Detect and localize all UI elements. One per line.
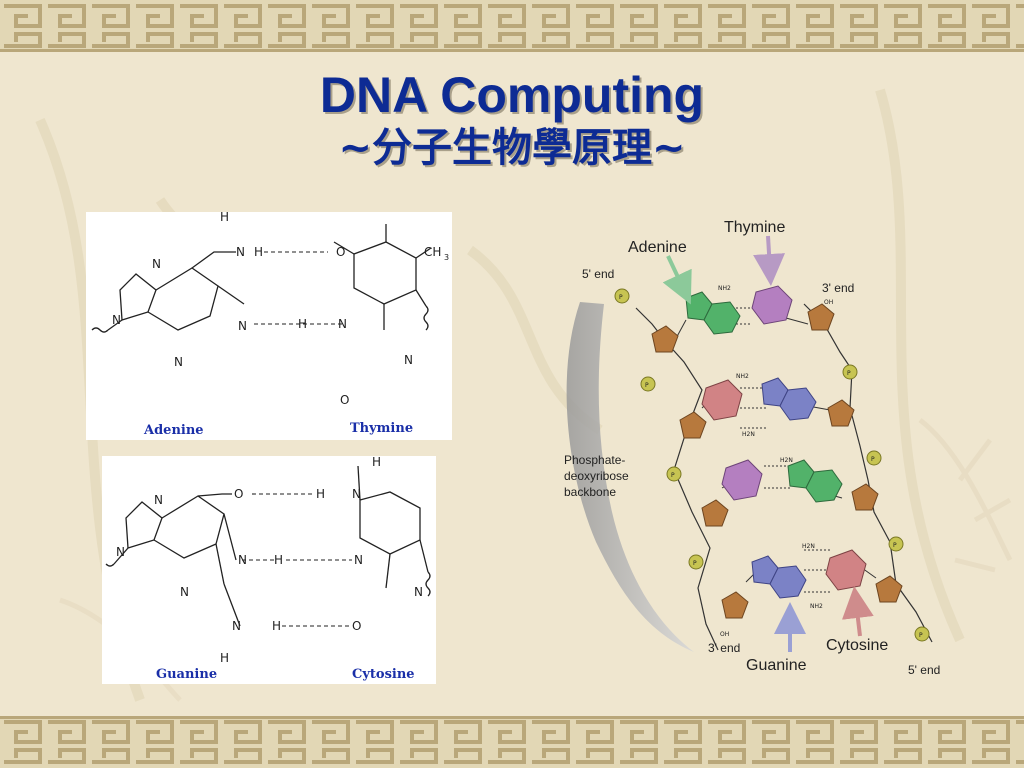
amine-label: H2N — [742, 431, 755, 438]
at-atom-h: H — [298, 317, 307, 331]
five-prime-end-bottom: 5' end — [908, 663, 940, 677]
at-atom-n: N — [236, 245, 245, 259]
hydroxyl-label: OH — [720, 631, 729, 638]
amine-label: H2N — [780, 457, 793, 464]
phosphate-symbol: P — [671, 472, 675, 479]
slide-subtitle: ~分子生物學原理~ — [338, 125, 686, 171]
backbone-label-line-2: deoxyribose — [564, 469, 629, 483]
base-pair-1 — [685, 285, 793, 335]
cytosine-caption: Cytosine — [352, 667, 415, 682]
backbone-label-line-1: Phosphate- — [564, 453, 625, 467]
guanine-label: Guanine — [746, 657, 807, 674]
at-atom-n: N — [152, 257, 161, 271]
at-atom-n: N — [404, 353, 413, 367]
at-atom-o: O — [336, 245, 345, 259]
gc-structure: H O H N N N N H N N N N H O H Guanine Cy… — [105, 456, 431, 682]
gc-atom-h: H — [316, 487, 325, 501]
adenine-label: Adenine — [628, 239, 687, 256]
gc-atom-h: H — [372, 456, 381, 469]
phosphate-symbol: P — [619, 294, 623, 301]
five-prime-end-top: 5' end — [582, 267, 614, 281]
gc-atom-h: H — [220, 651, 229, 665]
amine-label: H2N — [802, 543, 815, 550]
guanine-cytosine-pair-diagram: H O H N N N N H N N N N H O H Guanine Cy… — [102, 456, 436, 684]
gc-atom-n: N — [414, 585, 423, 599]
top-border-pattern — [0, 0, 1024, 52]
amine-label: NH2 — [718, 285, 731, 292]
dna-helix-diagram: P P P P P P P P OH OH NH2 NH2 H2N H2N H2… — [564, 219, 940, 677]
thymine-arrow — [753, 235, 786, 286]
guanine-caption: Guanine — [156, 667, 217, 682]
thymine-label: Thymine — [724, 219, 785, 236]
at-atom-n: N — [112, 313, 121, 327]
at-atom-h: H — [254, 245, 263, 259]
amine-label: NH2 — [810, 603, 823, 610]
at-structure: H N H O N CH 3 N N H N N N O Adenine Thy… — [91, 212, 449, 438]
at-atom-ch: CH — [424, 245, 441, 259]
thymine-caption: Thymine — [350, 421, 413, 436]
slide-title: DNA Computing — [319, 67, 705, 123]
phosphate-symbol: P — [847, 370, 851, 377]
phosphate-symbol: P — [693, 560, 697, 567]
at-atom-h: H — [220, 212, 229, 224]
at-atom-n: N — [174, 355, 183, 369]
base-pair-2 — [701, 377, 817, 421]
at-atom-subscript: 3 — [444, 253, 449, 262]
base-pair-3 — [721, 459, 843, 503]
gc-atom-o: O — [352, 619, 361, 633]
phosphate-symbol: P — [871, 456, 875, 463]
gc-atom-h: H — [272, 619, 281, 633]
cytosine-label: Cytosine — [826, 637, 888, 654]
backbone-brace — [566, 302, 694, 652]
base-pair-4 — [751, 549, 867, 599]
gc-atom-o: O — [234, 487, 243, 501]
gc-squiggle-right — [425, 571, 431, 597]
gc-atom-n: N — [238, 553, 247, 567]
adenine-thymine-pair-diagram: H N H O N CH 3 N N H N N N O Adenine Thy… — [86, 212, 452, 440]
title-block: DNA Computing ~分子生物學原理~ — [0, 66, 1024, 172]
bottom-border-pattern — [0, 716, 1024, 768]
adenine-caption: Adenine — [143, 423, 204, 438]
gc-squiggle-left — [105, 563, 115, 567]
gc-atom-n: N — [154, 493, 163, 507]
gc-atom-h: H — [274, 553, 283, 567]
gc-atom-n: N — [352, 487, 361, 501]
gc-atom-n: N — [354, 553, 363, 567]
at-squiggle-left — [91, 327, 109, 333]
adenine-arrow — [662, 255, 692, 305]
amine-label: NH2 — [736, 373, 749, 380]
three-prime-end-bottom: 3' end — [708, 641, 740, 655]
gc-atom-n: N — [180, 585, 189, 599]
three-prime-end-top: 3' end — [822, 281, 854, 295]
cytosine-arrow — [841, 586, 874, 637]
phosphate-symbol: P — [645, 382, 649, 389]
phosphate-symbol: P — [919, 632, 923, 639]
backbone-label-line-3: backbone — [564, 485, 616, 499]
phosphate-symbol: P — [893, 542, 897, 549]
at-squiggle-right — [423, 305, 429, 331]
at-atom-n: N — [238, 319, 247, 333]
gc-atom-n: N — [116, 545, 125, 559]
at-atom-o: O — [340, 393, 349, 407]
at-atom-n: N — [338, 317, 347, 331]
hydroxyl-label: OH — [824, 299, 833, 306]
gc-atom-n: N — [232, 619, 241, 633]
